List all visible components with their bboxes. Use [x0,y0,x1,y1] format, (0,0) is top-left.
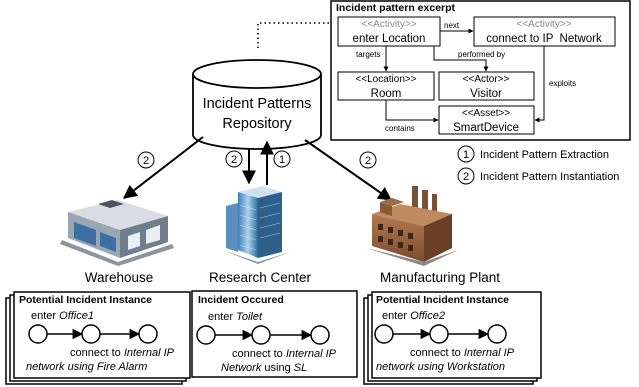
svg-text:enter Office2: enter Office2 [382,310,445,322]
svg-text:targets: targets [356,50,380,59]
repository-label-line2: Repository [222,116,292,132]
svg-text:1: 1 [279,154,285,166]
research-center-building-icon [222,186,290,264]
svg-text:SmartDevice: SmartDevice [453,122,519,134]
svg-text:2: 2 [463,171,469,183]
manufacturing-plant-building-icon [366,186,458,266]
svg-text:connect to IP Network: connect to IP Network [486,33,602,45]
svg-text:Network using SL: Network using SL [221,362,307,374]
incident-card-manufacturing-plant: Potential Incident Instance enter Office… [363,291,542,385]
repository-label-line1: Incident Patterns [203,96,312,112]
svg-text:enter Location: enter Location [353,33,426,45]
legend-item-extraction: 1 Incident Pattern Extraction [457,145,609,163]
site-label-research-center: Research Center [209,270,312,285]
svg-text:Visitor: Visitor [470,88,502,100]
svg-text:next: next [444,21,460,30]
pattern-excerpt-panel: Incident pattern excerpt <<Activity>> en… [330,0,631,141]
asset-node-smartdevice: <<Asset>> SmartDevice [438,105,535,135]
location-node-room: <<Location>> Room [337,71,435,101]
site-label-warehouse: Warehouse [85,270,154,285]
svg-text:exploits: exploits [549,79,576,88]
card-title: Incident Occured [198,294,284,306]
edge-contains: contains [385,100,439,133]
svg-text:2: 2 [231,154,237,166]
warehouse-building-icon [60,200,174,266]
dotted-connector [257,22,330,48]
svg-text:contains: contains [385,124,415,133]
svg-text:connect to Internal IP: connect to Internal IP [410,347,515,359]
svg-text:network using Workstation: network using Workstation [376,361,505,373]
card-title: Potential Incident Instance [19,294,152,306]
edge-next: next [440,21,474,34]
flow-arrows: 2 2 1 2 [122,136,393,201]
svg-text:performed by: performed by [458,50,505,59]
svg-text:2: 2 [365,155,371,167]
edge-exploits: exploits [534,46,576,123]
incident-card-research-center: Incident Occured enter Toilet connect to… [191,290,358,378]
svg-text:enter Toilet: enter Toilet [208,311,263,323]
card-title: Potential Incident Instance [376,294,509,306]
badge-research-instantiation: 2 [225,150,243,168]
svg-text:Incident Pattern Instantiation: Incident Pattern Instantiation [480,171,619,183]
svg-text:enter Office1: enter Office1 [31,310,94,322]
edge-performed-by: performed by [433,46,505,72]
site-label-manufacturing-plant: Manufacturing Plant [380,270,500,285]
incident-card-warehouse: Potential Incident Instance enter Office… [5,291,191,385]
svg-text:Room: Room [371,88,402,100]
svg-text:connect to Internal IP: connect to Internal IP [70,347,175,359]
svg-text:connect to Internal IP: connect to Internal IP [232,348,337,360]
svg-text:<<Location>>: <<Location>> [355,74,416,85]
svg-text:1: 1 [463,149,469,161]
svg-text:<<Actor>>: <<Actor>> [463,74,510,85]
svg-text:network using Fire Alarm: network using Fire Alarm [26,361,147,373]
badge-warehouse: 2 [137,151,155,169]
legend: 1 Incident Pattern Extraction 2 Incident… [457,145,619,185]
excerpt-title: Incident pattern excerpt [336,2,456,14]
svg-text:<<Activity>>: <<Activity>> [361,19,416,30]
svg-text:Incident Pattern Extraction: Incident Pattern Extraction [480,149,609,161]
svg-text:<<Asset>>: <<Asset>> [462,108,511,119]
badge-manufacturing: 2 [359,151,377,169]
actor-node-visitor: <<Actor>> Visitor [438,71,535,101]
badge-research-extraction: 1 [273,150,291,168]
svg-text:2: 2 [143,155,149,167]
activity-node-enter-location: <<Activity>> enter Location [337,16,441,47]
edge-targets: targets [356,46,389,72]
legend-item-instantiation: 2 Incident Pattern Instantiation [457,167,619,185]
svg-text:<<Activity>>: <<Activity>> [516,19,571,30]
activity-node-connect-network: <<Activity>> connect to IP Network [473,16,616,47]
repository-cylinder: Incident Patterns Repository [192,59,322,150]
